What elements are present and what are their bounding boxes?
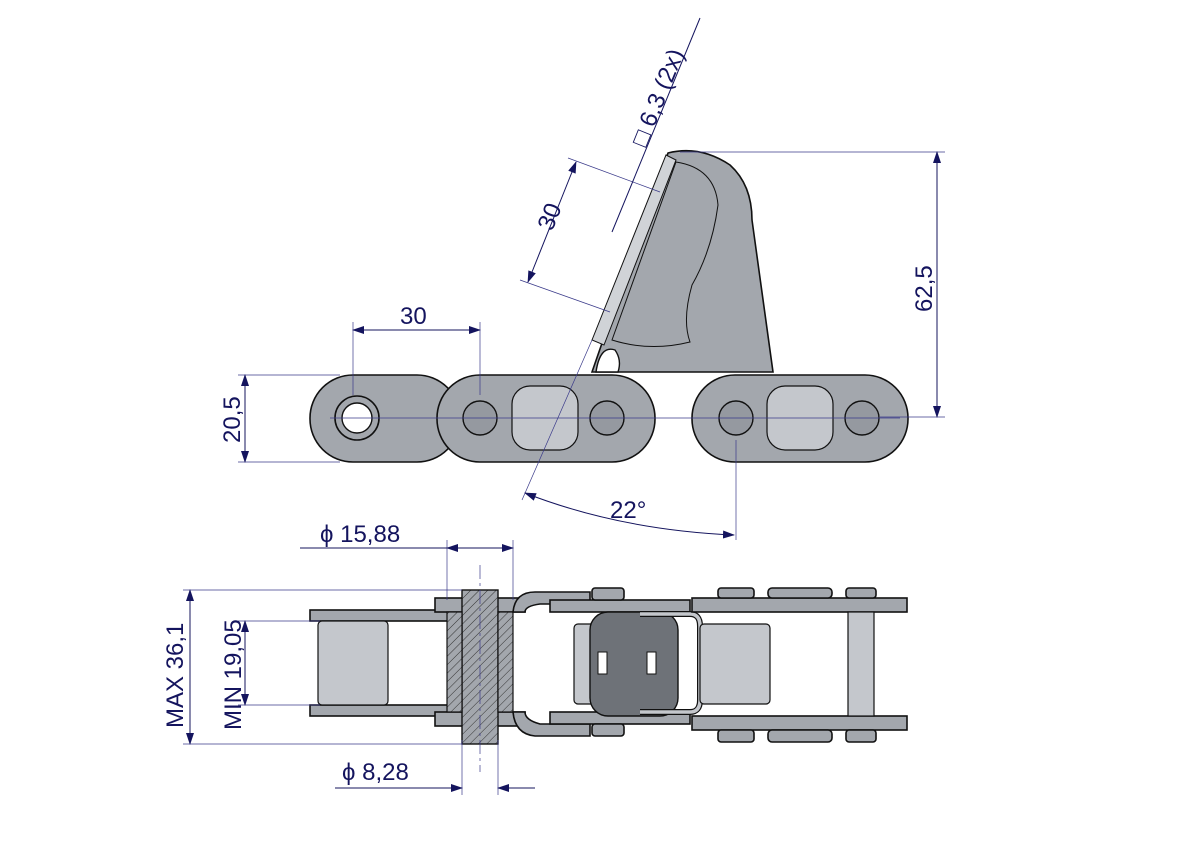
dim-height-label: 62,5 <box>911 265 938 312</box>
pin-head <box>767 729 833 743</box>
dim-pitch-label: 30 <box>400 303 427 330</box>
plate <box>549 599 691 613</box>
dim-min-inner-width-label: MIN 19,05 <box>220 619 247 730</box>
dim-pin-diameter-label: ϕ 8,28 <box>342 759 409 786</box>
pin-head <box>717 729 755 743</box>
dim-link-width-label: 20,5 <box>219 396 246 443</box>
flight-edge <box>591 154 677 346</box>
plate-section <box>497 611 514 713</box>
pin-head <box>845 729 877 743</box>
dim-max-width-label: MAX 36,1 <box>162 623 189 728</box>
pin <box>847 611 875 717</box>
pin-head <box>591 587 625 601</box>
side-view: ϕ 15,88 ϕ 8,28 MAX 36,1 MIN 19,05 <box>162 521 908 795</box>
dim-flight-length-label: 30 <box>533 199 568 234</box>
pin-head <box>845 587 877 599</box>
plate <box>691 715 908 731</box>
roller <box>317 620 389 706</box>
flight-inner-contour <box>611 161 719 348</box>
pin-head <box>767 587 833 599</box>
pin-head <box>717 587 755 599</box>
dim-angle-label: 22° <box>610 497 646 524</box>
flight-body <box>589 611 679 717</box>
pin-head <box>591 723 625 737</box>
top-view: 30 20,5 62,5 30 □ 6,3 (2x) 22° <box>219 17 945 540</box>
plate-section <box>446 611 463 713</box>
dim-square-hole-label: □ 6,3 (2x) <box>627 45 690 150</box>
slot <box>597 651 608 675</box>
flight-notch <box>595 348 621 373</box>
plate <box>691 597 908 613</box>
roller <box>699 623 771 705</box>
dim-roller-diameter-label: ϕ 15,88 <box>320 521 400 548</box>
slot <box>646 651 657 675</box>
flight-attachment <box>590 149 774 373</box>
